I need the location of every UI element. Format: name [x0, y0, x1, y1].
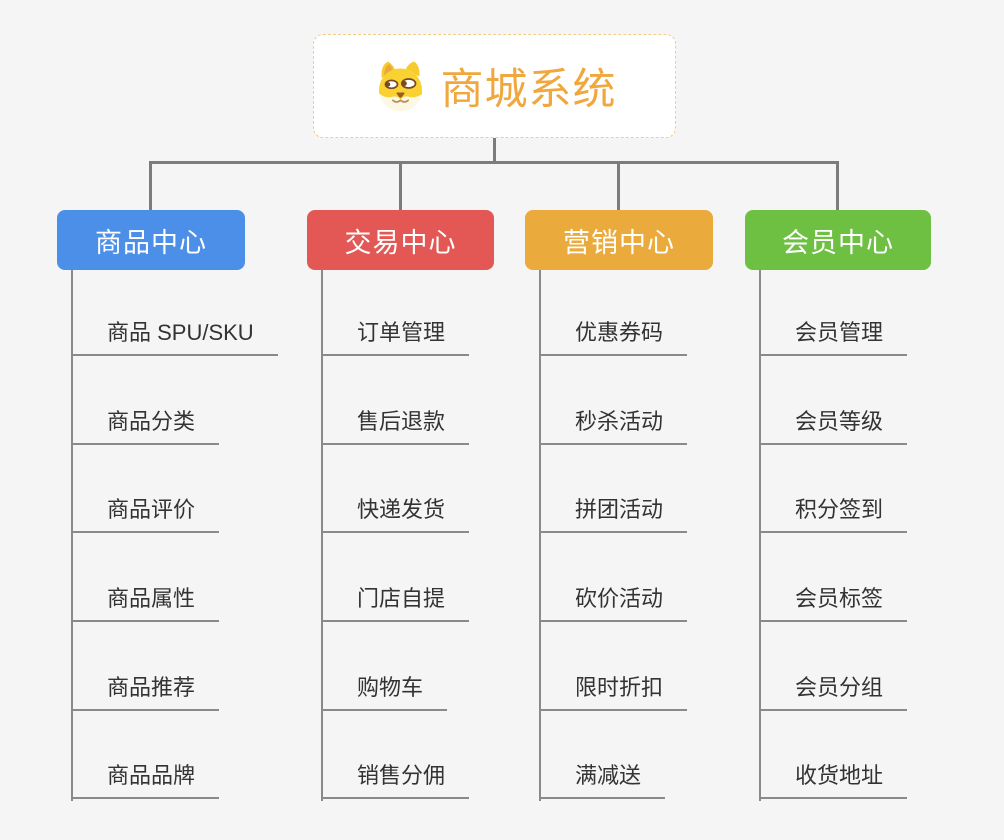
- branch-spine-3: [539, 270, 541, 801]
- branch-node-member-center[interactable]: 会员中心: [745, 210, 931, 270]
- leaf-node[interactable]: 积分签到: [759, 495, 908, 533]
- connector-drop-4: [836, 161, 839, 211]
- connector-drop-1: [149, 161, 152, 211]
- connector-root-drop: [493, 138, 496, 163]
- leaf-node[interactable]: 优惠券码: [539, 318, 688, 356]
- leaf-node[interactable]: 会员管理: [759, 318, 908, 356]
- branch-spine-1: [71, 270, 73, 801]
- leaf-node[interactable]: 秒杀活动: [539, 407, 688, 445]
- leaf-node[interactable]: 售后退款: [321, 407, 470, 445]
- root-title: 商城系统: [440, 66, 617, 114]
- doge-icon: [378, 61, 422, 111]
- branch-node-trade-center[interactable]: 交易中心: [307, 210, 494, 270]
- leaf-node[interactable]: 会员标签: [759, 584, 908, 622]
- branch-spine-4: [759, 270, 761, 801]
- leaf-node[interactable]: 会员等级: [759, 407, 908, 445]
- leaf-node[interactable]: 限时折扣: [539, 673, 688, 711]
- branch-node-marketing-center[interactable]: 营销中心: [525, 210, 713, 270]
- leaf-node[interactable]: 商品 SPU/SKU: [71, 318, 278, 356]
- leaf-node[interactable]: 订单管理: [321, 318, 470, 356]
- branch-spine-2: [321, 270, 323, 801]
- leaf-node[interactable]: 销售分佣: [321, 761, 470, 799]
- leaf-node[interactable]: 收货地址: [759, 761, 908, 799]
- connector-drop-2: [399, 161, 402, 211]
- leaf-node[interactable]: 拼团活动: [539, 495, 688, 533]
- leaf-node[interactable]: 门店自提: [321, 584, 470, 622]
- root-node[interactable]: 商城系统: [313, 34, 676, 138]
- leaf-node[interactable]: 会员分组: [759, 673, 908, 711]
- leaf-node[interactable]: 满减送: [539, 761, 666, 799]
- branch-node-product-center[interactable]: 商品中心: [57, 210, 245, 270]
- leaf-node[interactable]: 商品分类: [71, 407, 220, 445]
- branch-label: 交易中心: [344, 227, 457, 258]
- leaf-node[interactable]: 商品属性: [71, 584, 220, 622]
- leaf-node[interactable]: 购物车: [321, 673, 448, 711]
- leaf-node[interactable]: 商品推荐: [71, 673, 220, 711]
- branch-label: 营销中心: [563, 227, 675, 258]
- branch-label: 会员中心: [782, 227, 894, 258]
- branch-label: 商品中心: [95, 227, 207, 258]
- leaf-node[interactable]: 快递发货: [321, 495, 470, 533]
- connector-drop-3: [617, 161, 620, 211]
- connector-rail: [149, 161, 839, 164]
- leaf-node[interactable]: 商品品牌: [71, 761, 220, 799]
- leaf-node[interactable]: 商品评价: [71, 495, 220, 533]
- leaf-node[interactable]: 砍价活动: [539, 584, 688, 622]
